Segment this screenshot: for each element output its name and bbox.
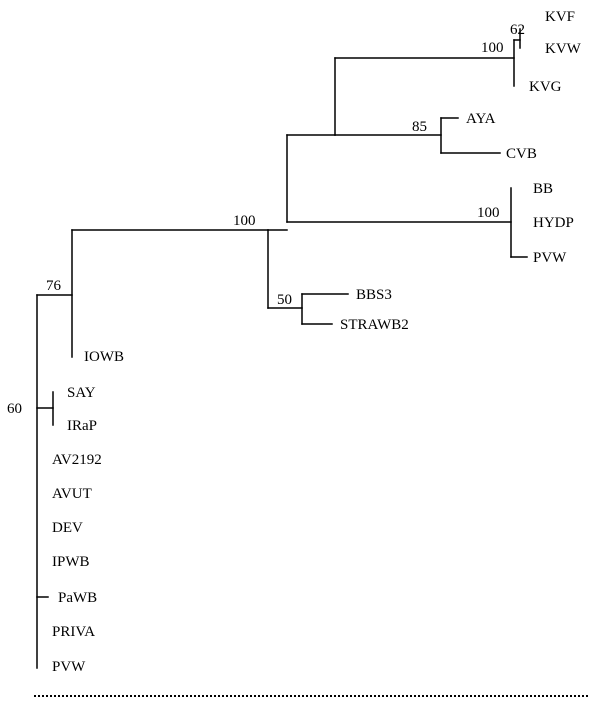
bootstrap-60: 60: [7, 401, 22, 417]
leaf-dev: DEV: [52, 520, 83, 536]
leaf-say: SAY: [67, 385, 96, 401]
bootstrap-100-kv: 100: [481, 40, 504, 56]
leaf-strawb2: STRAWB2: [340, 317, 409, 333]
leaf-pvw-bottom: PVW: [52, 659, 86, 675]
leaf-pawb: PaWB: [58, 590, 97, 606]
bootstrap-76: 76: [46, 278, 62, 294]
bootstrap-50: 50: [277, 292, 292, 308]
leaf-avut: AVUT: [52, 486, 92, 502]
leaf-av2192: AV2192: [52, 452, 102, 468]
leaf-hydp: HYDP: [533, 215, 574, 231]
leaf-priva: PRIVA: [52, 624, 95, 640]
leaf-aya: AYA: [466, 111, 496, 127]
leaf-irap: IRaP: [67, 418, 97, 434]
leaf-ipwb: IPWB: [52, 554, 90, 570]
leaf-bb: BB: [533, 181, 553, 197]
leaf-kvf: KVF: [545, 9, 575, 25]
leaf-bbs3: BBS3: [356, 287, 392, 303]
bootstrap-85: 85: [412, 119, 427, 135]
leaf-kvw: KVW: [545, 41, 582, 57]
leaf-kvg: KVG: [529, 79, 562, 95]
bootstrap-62: 62: [510, 22, 525, 38]
leaf-pvw-top: PVW: [533, 250, 567, 266]
leaf-cvb: CVB: [506, 146, 537, 162]
bootstrap-100-bb: 100: [477, 205, 500, 221]
bootstrap-100-main: 100: [233, 213, 256, 229]
leaf-iowb: IOWB: [84, 349, 124, 365]
